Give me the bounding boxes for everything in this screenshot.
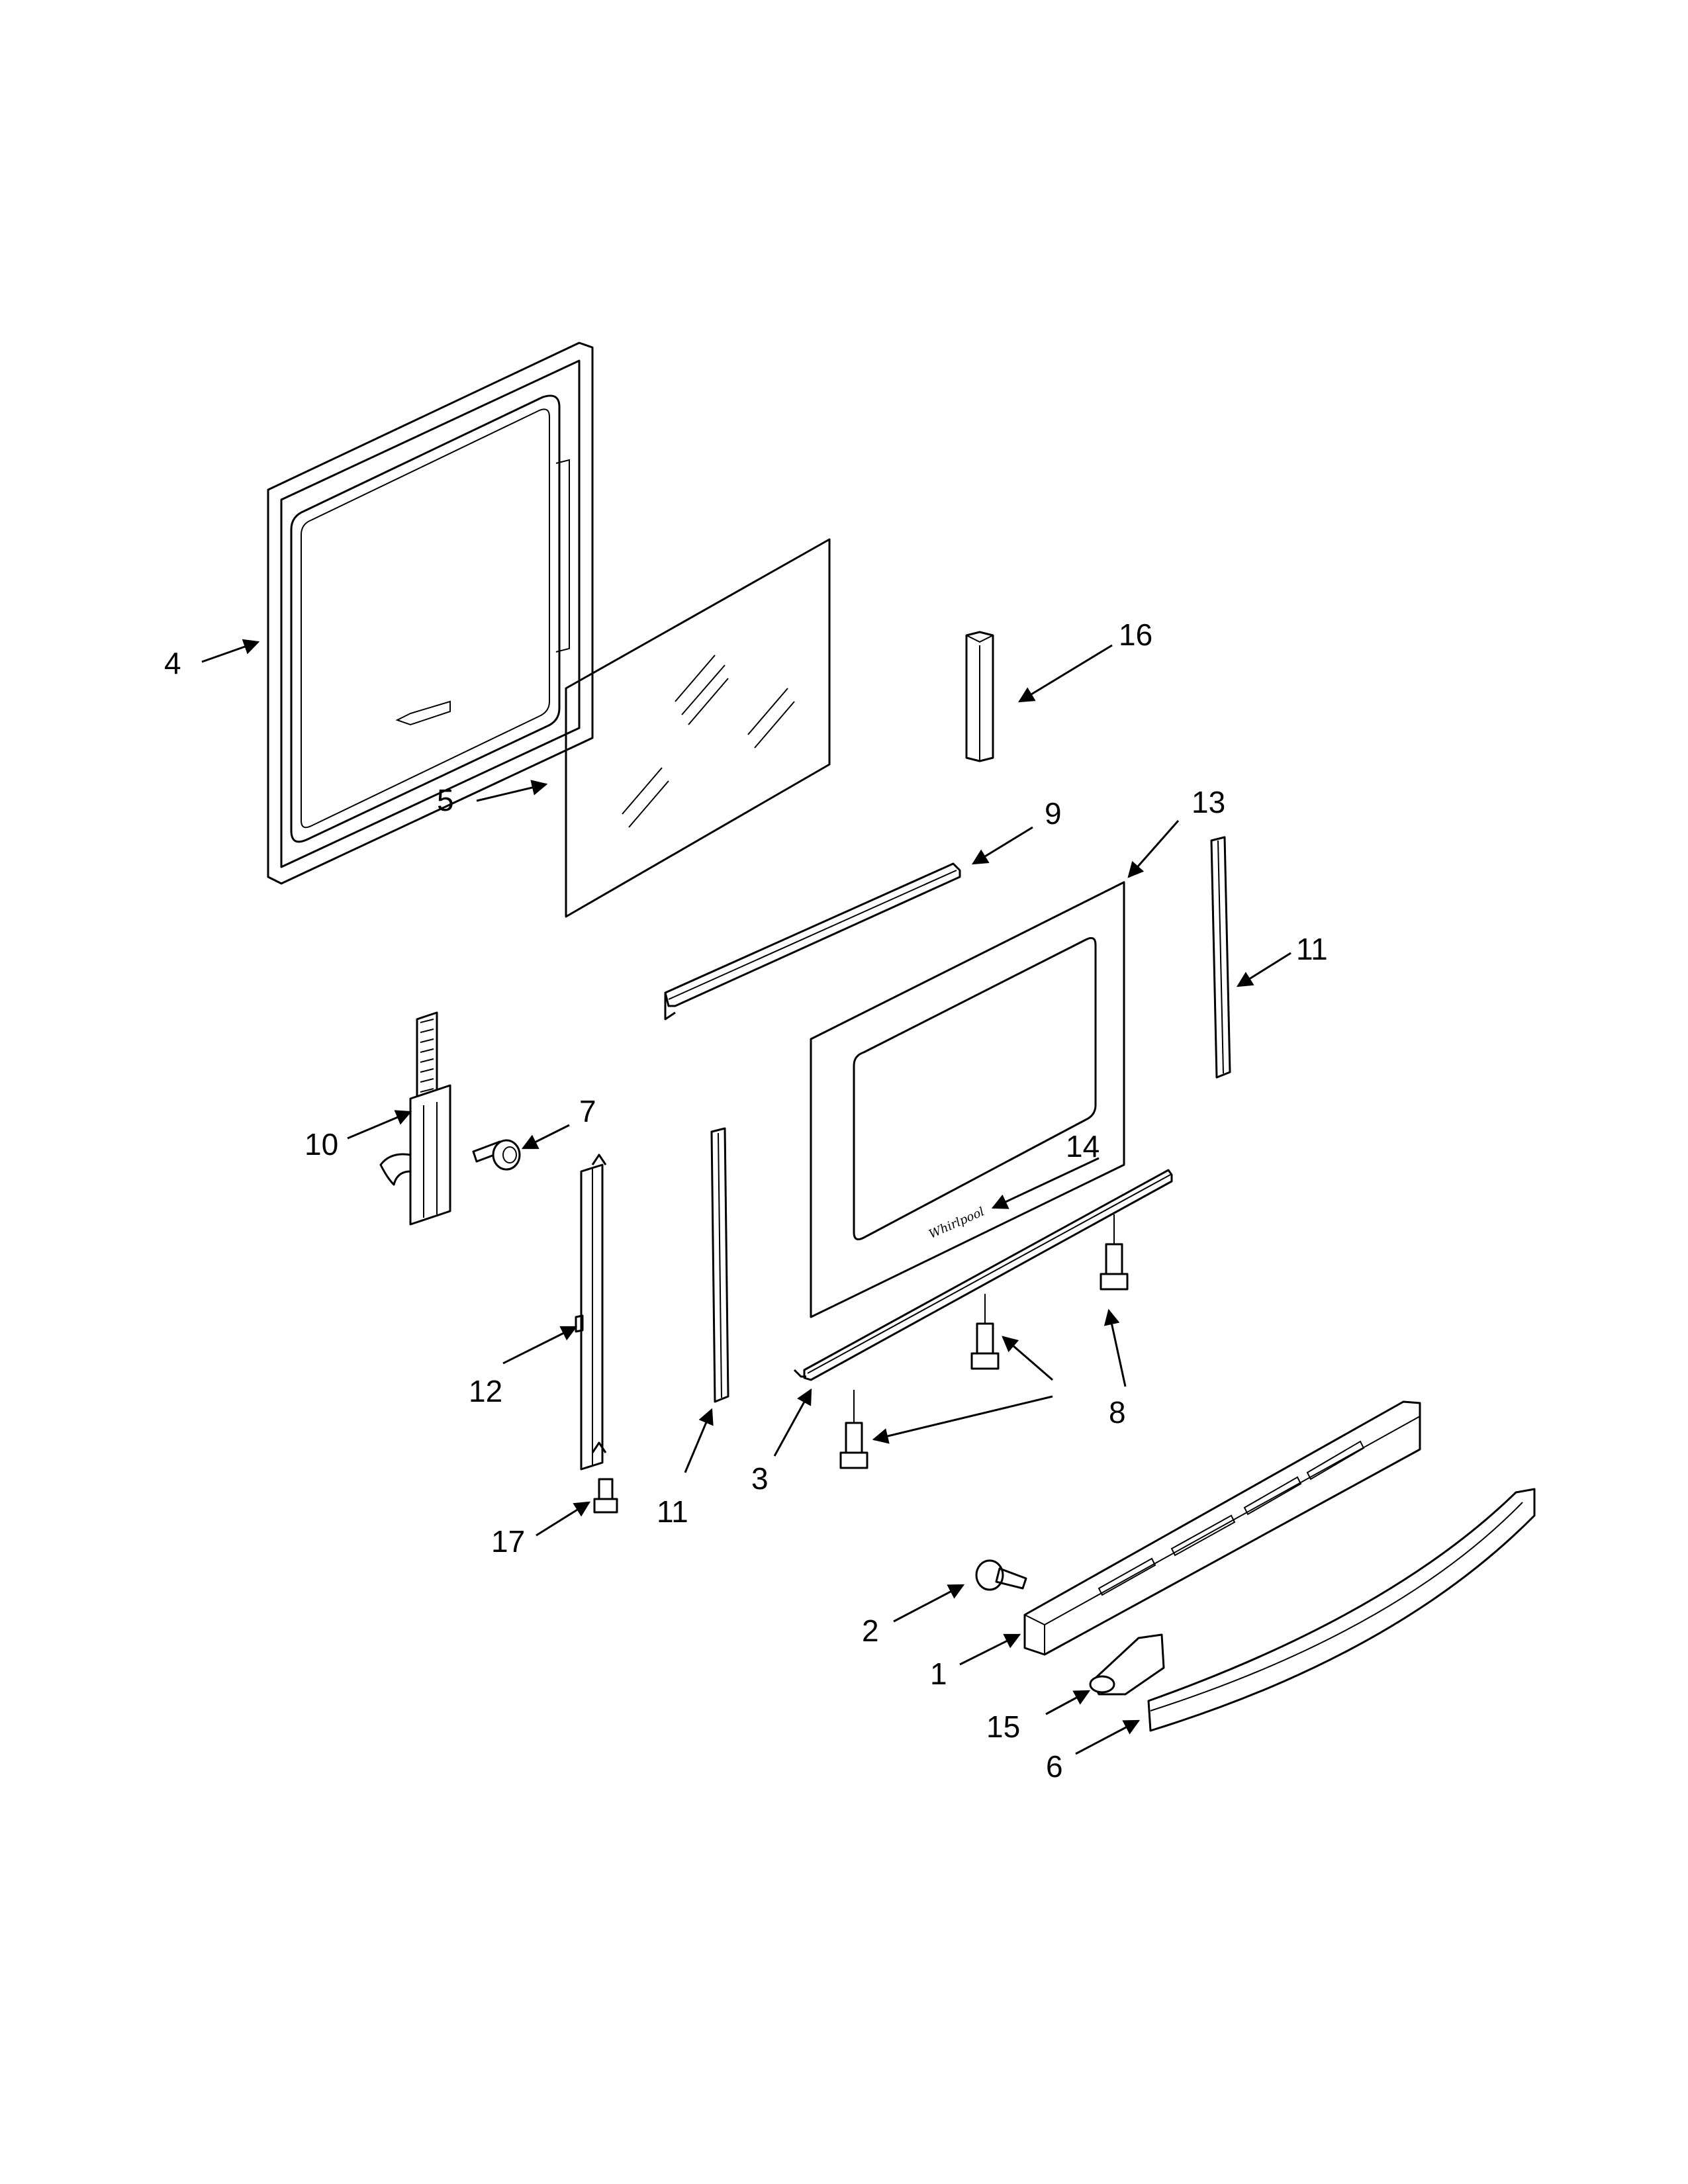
callout-5: 5 <box>437 783 454 817</box>
hinge-part-10 <box>379 1011 451 1226</box>
screw-8c <box>1100 1214 1129 1291</box>
callout-11-left: 11 <box>657 1494 688 1529</box>
arrow-16 <box>1017 644 1113 703</box>
screw-8a <box>839 1390 868 1469</box>
inner-door-frame-part-4 <box>267 341 594 885</box>
lower-door-bracket-part-3 <box>793 1169 1173 1381</box>
callout-6: 6 <box>1046 1749 1063 1784</box>
callout-14: 14 <box>1066 1129 1100 1163</box>
handle-mount-rail-part-1 <box>1023 1400 1421 1656</box>
callout-2: 2 <box>862 1614 879 1648</box>
callout-15: 15 <box>986 1709 1020 1744</box>
callout-12: 12 <box>469 1374 502 1408</box>
callout-labels: 4 5 16 9 13 11 10 7 14 12 8 3 11 17 2 1 … <box>164 617 1328 1784</box>
screw-part-2 <box>975 1559 1027 1591</box>
arrow-7 <box>521 1124 570 1150</box>
arrow-17 <box>536 1501 591 1537</box>
arrow-8a <box>872 1395 1053 1444</box>
callout-8: 8 <box>1109 1395 1126 1430</box>
side-trim-strip-part-11-left <box>710 1127 729 1403</box>
arrow-12 <box>502 1326 578 1365</box>
arrow-2 <box>893 1584 965 1623</box>
arrow-9 <box>971 826 1033 865</box>
vertical-bracket-part-12 <box>575 1154 607 1471</box>
screws-part-8 <box>839 1214 1129 1469</box>
callout-7: 7 <box>579 1094 596 1128</box>
glass-panel-part-5 <box>565 538 831 918</box>
arrow-5 <box>476 780 548 802</box>
callout-16: 16 <box>1119 617 1152 652</box>
callout-13: 13 <box>1192 785 1225 819</box>
arrow-6 <box>1075 1719 1141 1755</box>
callout-10: 10 <box>305 1127 338 1161</box>
screw-part-7 <box>472 1139 521 1171</box>
callout-17: 17 <box>491 1524 525 1559</box>
arrow-11b <box>684 1408 714 1473</box>
callout-4: 4 <box>164 646 181 680</box>
outer-door-panel-part-13: Whirlpool <box>810 881 1125 1318</box>
arrow-8c <box>1103 1308 1127 1387</box>
handle-end-cap-part-15 <box>1089 1633 1165 1696</box>
arrow-3 <box>773 1388 812 1457</box>
arrow-10 <box>347 1110 412 1140</box>
glass-rail-part-9 <box>664 862 961 1021</box>
arrow-14 <box>991 1157 1100 1209</box>
arrow-1 <box>959 1633 1021 1666</box>
callout-3: 3 <box>751 1461 769 1496</box>
handle-part-6 <box>1147 1488 1536 1732</box>
arrow-8b <box>1002 1336 1053 1381</box>
callout-11-right: 11 <box>1296 932 1328 966</box>
side-trim-strip-part-11-right <box>1210 836 1231 1079</box>
callout-arrows <box>201 639 1291 1755</box>
callout-1: 1 <box>930 1657 947 1691</box>
screw-8b <box>970 1294 1000 1370</box>
callout-9: 9 <box>1045 796 1062 831</box>
screw-part-17 <box>593 1478 618 1514</box>
spacer-block-part-16 <box>965 631 994 762</box>
arrow-15 <box>1045 1690 1091 1715</box>
arrow-13 <box>1127 820 1180 878</box>
arrow-4 <box>201 639 260 663</box>
arrow-11a <box>1236 952 1291 987</box>
